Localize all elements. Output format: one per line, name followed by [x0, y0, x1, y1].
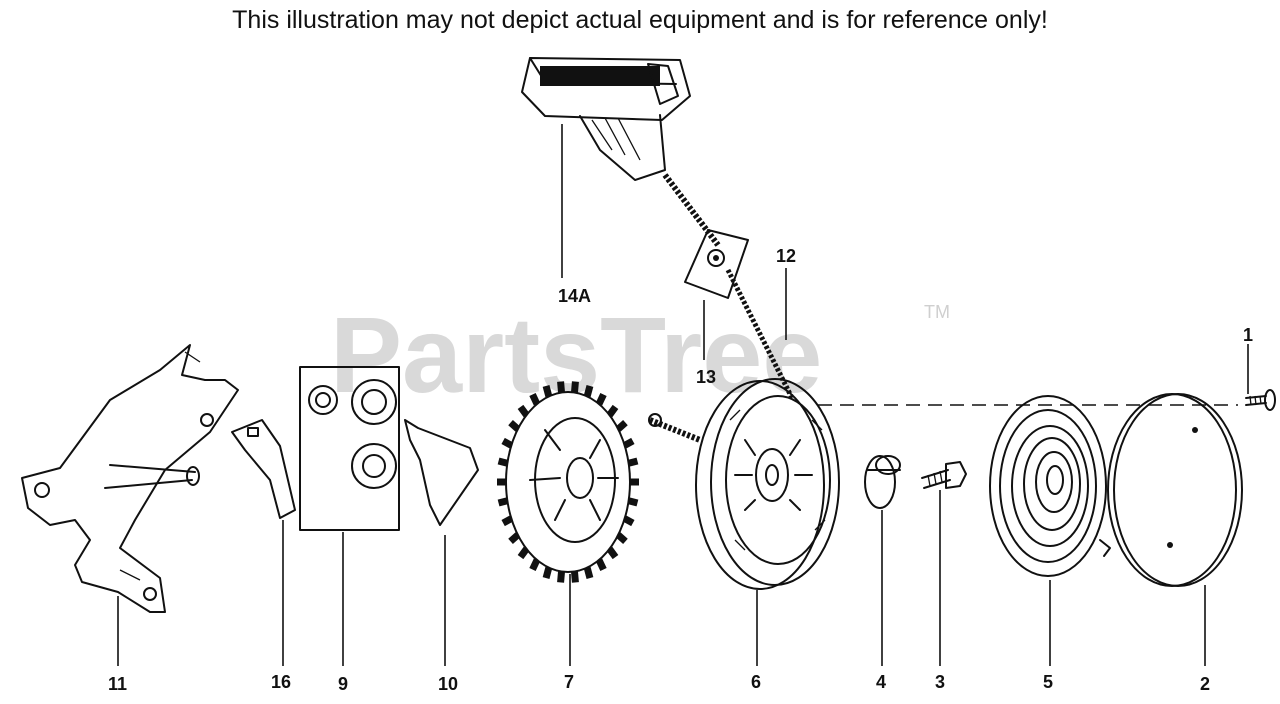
callout-10: 10: [438, 674, 458, 694]
gear-tooth: [606, 546, 619, 560]
callout-11: 11: [108, 674, 127, 694]
callout-4: 4: [876, 672, 886, 692]
gear-tooth: [583, 385, 594, 398]
gear-tooth: [627, 497, 639, 507]
watermark-trademark: TM: [924, 302, 950, 322]
gear-tooth: [542, 385, 553, 398]
part-7-gear[interactable]: [497, 381, 639, 583]
part-9-kit[interactable]: [299, 366, 400, 531]
part-14a-handle[interactable]: [521, 57, 691, 181]
gear-tooth: [508, 420, 521, 432]
part-16-pawl[interactable]: [231, 419, 296, 519]
part-2-cover[interactable]: [1107, 393, 1243, 587]
callout-7: 7: [564, 672, 574, 692]
part-10-spring-clip[interactable]: [404, 419, 479, 526]
part-4-bushing[interactable]: [864, 455, 901, 509]
gear-tooth: [606, 404, 619, 418]
part-6-pulley[interactable]: [695, 378, 840, 590]
gear-tooth: [595, 393, 607, 406]
callout-16: 16: [271, 672, 291, 692]
part-11-bracket[interactable]: [21, 344, 239, 613]
callout-1: 1: [1243, 325, 1253, 345]
gear-tooth: [557, 381, 566, 393]
gear-tooth: [622, 515, 635, 527]
disclaimer-text: This illustration may not depict actual …: [232, 6, 1048, 34]
callout-13: 13: [696, 367, 716, 387]
gear-tooth: [501, 437, 514, 449]
gear-tooth: [622, 437, 635, 449]
gear-tooth: [595, 558, 607, 571]
part-12-rope[interactable]: [648, 173, 795, 443]
gear-tooth: [570, 571, 579, 583]
part-5-recoil-spring[interactable]: [989, 395, 1111, 577]
gear-tooth: [542, 566, 553, 579]
gear-tooth: [517, 404, 530, 418]
callout-6: 6: [751, 672, 761, 692]
gear-tooth: [529, 558, 541, 571]
callout-2: 2: [1200, 674, 1210, 694]
gear-tooth: [615, 420, 628, 432]
part-13-retainer-plate[interactable]: [684, 229, 749, 299]
gear-tooth: [557, 571, 566, 583]
callout-14a: 14A: [558, 286, 591, 306]
gear-tooth: [501, 515, 514, 527]
gear-tooth: [615, 532, 628, 544]
gear-tooth: [497, 457, 509, 467]
gear-tooth: [497, 497, 509, 507]
gear-tooth: [570, 381, 579, 393]
gear-tooth: [517, 546, 530, 560]
gear-tooth: [583, 566, 594, 579]
callout-12: 12: [776, 246, 796, 266]
leader-lines: [117, 124, 1249, 666]
callout-3: 3: [935, 672, 945, 692]
gear-tooth: [529, 393, 541, 406]
callout-9: 9: [338, 674, 348, 694]
callout-5: 5: [1043, 672, 1053, 692]
gear-tooth: [508, 532, 521, 544]
part-3-bolt[interactable]: [921, 461, 967, 489]
gear-tooth: [627, 457, 639, 467]
part-1-screw[interactable]: [1245, 389, 1276, 411]
